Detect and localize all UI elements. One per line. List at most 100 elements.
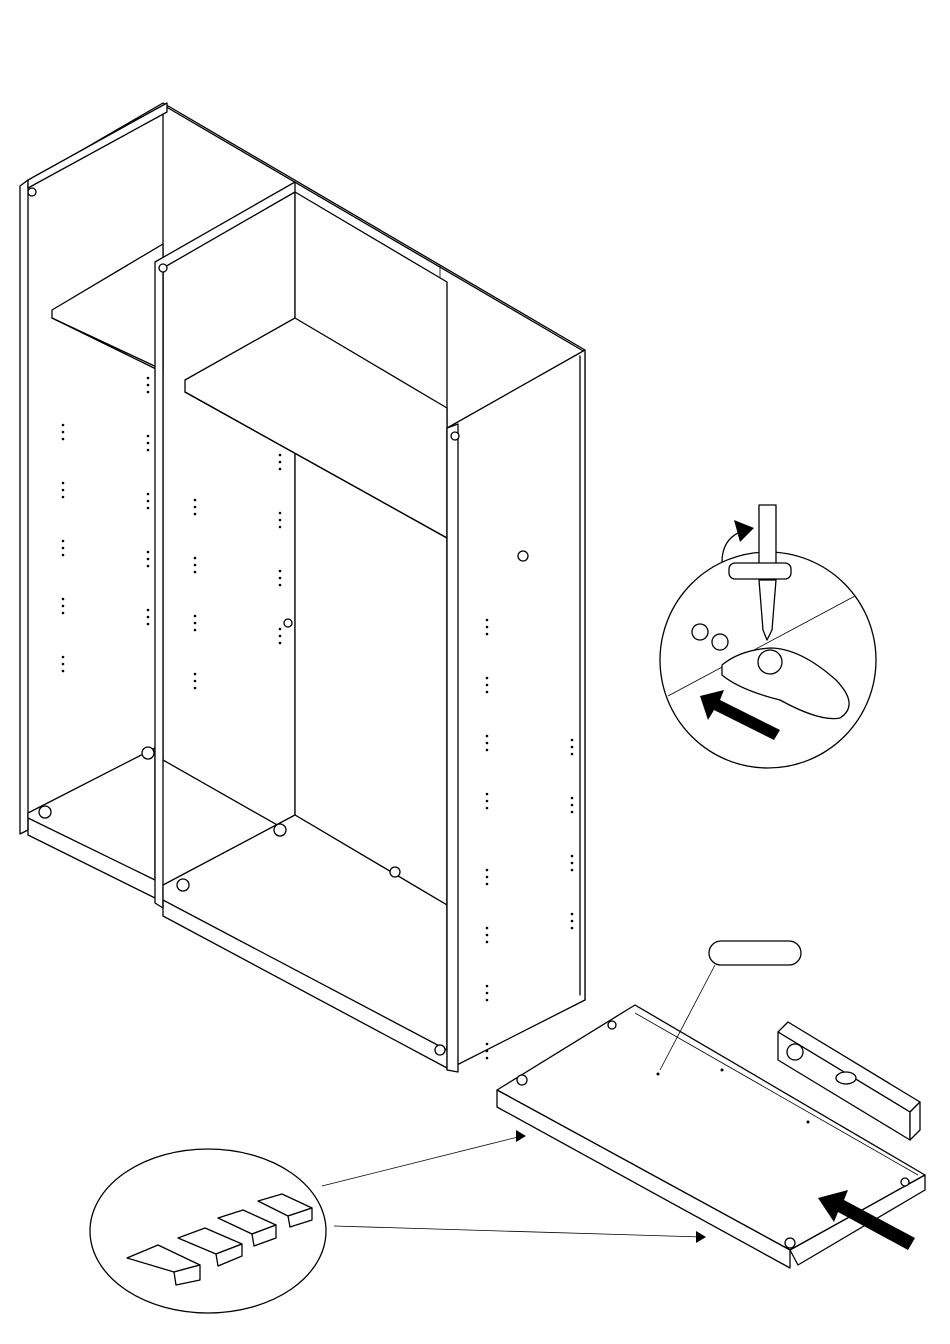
drill-hole [571, 753, 574, 756]
drill-hole [194, 629, 197, 632]
drill-hole [62, 496, 65, 499]
drill-hole [279, 454, 282, 457]
drill-hole [486, 633, 489, 636]
drill-hole [486, 1057, 489, 1060]
part-label [709, 941, 801, 965]
drill-hole [147, 377, 150, 380]
drill-hole [147, 609, 150, 612]
left-shelf [52, 244, 163, 370]
drill-hole [62, 438, 65, 441]
drill-hole [571, 739, 574, 742]
drill-hole [194, 499, 197, 502]
drill-hole [486, 1043, 489, 1046]
drill-hole [279, 570, 282, 573]
drill-hole [194, 557, 197, 560]
drill-hole [194, 506, 197, 509]
drill-hole [147, 384, 150, 387]
drill-hole [279, 577, 282, 580]
drill-hole [62, 670, 65, 673]
drill-hole [194, 687, 197, 690]
drill-hole [147, 442, 150, 445]
wardrobe-carcass [20, 103, 585, 1072]
drill-hole [486, 999, 489, 1002]
drill-hole [147, 551, 150, 554]
drill-hole [62, 612, 65, 615]
drill-hole [486, 869, 489, 872]
drill-hole [62, 540, 65, 543]
drill-hole [279, 628, 282, 631]
drill-hole [486, 1050, 489, 1053]
screwdriver-detail [660, 505, 876, 768]
wedge-1 [127, 1245, 200, 1285]
drill-hole [147, 449, 150, 452]
drill-hole [486, 626, 489, 629]
drill-hole [194, 680, 197, 683]
drill-hole [194, 513, 197, 516]
drill-hole [486, 876, 489, 879]
drill-hole [279, 519, 282, 522]
drill-hole [194, 571, 197, 574]
drill-hole [194, 615, 197, 618]
drill-hole [486, 992, 489, 995]
drill-hole [571, 804, 574, 807]
drill-hole [486, 749, 489, 752]
drill-hole [486, 684, 489, 687]
drill-hole [571, 869, 574, 872]
drill-hole [571, 920, 574, 923]
drill-hole [486, 927, 489, 930]
drill-hole [147, 616, 150, 619]
drill-hole [571, 927, 574, 930]
drill-hole [62, 482, 65, 485]
drill-hole [62, 547, 65, 550]
drill-hole [279, 526, 282, 529]
bottom-plinth-panel [497, 1005, 925, 1268]
drill-hole [147, 507, 150, 510]
drill-hole [62, 554, 65, 557]
drill-hole [486, 677, 489, 680]
drill-hole [486, 742, 489, 745]
drill-hole [571, 855, 574, 858]
drill-hole [486, 883, 489, 886]
drill-hole [279, 461, 282, 464]
drill-hole [486, 934, 489, 937]
drill-hole [62, 656, 65, 659]
drill-hole [486, 800, 489, 803]
drill-hole [571, 862, 574, 865]
drill-hole [147, 565, 150, 568]
drill-hole [194, 673, 197, 676]
drill-hole [147, 623, 150, 626]
drill-hole [147, 558, 150, 561]
drill-hole [486, 807, 489, 810]
drill-hole [62, 489, 65, 492]
drill-hole [147, 435, 150, 438]
right-side-panel [447, 350, 585, 1070]
drill-hole [486, 941, 489, 944]
drill-hole [147, 391, 150, 394]
drill-hole [486, 619, 489, 622]
drill-hole [571, 797, 574, 800]
drill-hole [194, 622, 197, 625]
drill-hole [194, 564, 197, 567]
drill-hole [147, 493, 150, 496]
drill-hole [62, 424, 65, 427]
drill-hole [571, 746, 574, 749]
drill-hole [62, 663, 65, 666]
drill-hole [279, 512, 282, 515]
drill-hole [62, 598, 65, 601]
drill-hole [486, 735, 489, 738]
drill-hole [571, 913, 574, 916]
drill-hole [486, 691, 489, 694]
left-side-panel [20, 180, 28, 834]
drill-hole [62, 431, 65, 434]
drill-hole [279, 468, 282, 471]
drill-hole [279, 635, 282, 638]
drill-hole [571, 811, 574, 814]
drill-hole [486, 985, 489, 988]
drill-hole [62, 605, 65, 608]
drill-hole [486, 793, 489, 796]
drill-hole [279, 642, 282, 645]
drill-hole [279, 584, 282, 587]
drill-hole [147, 500, 150, 503]
